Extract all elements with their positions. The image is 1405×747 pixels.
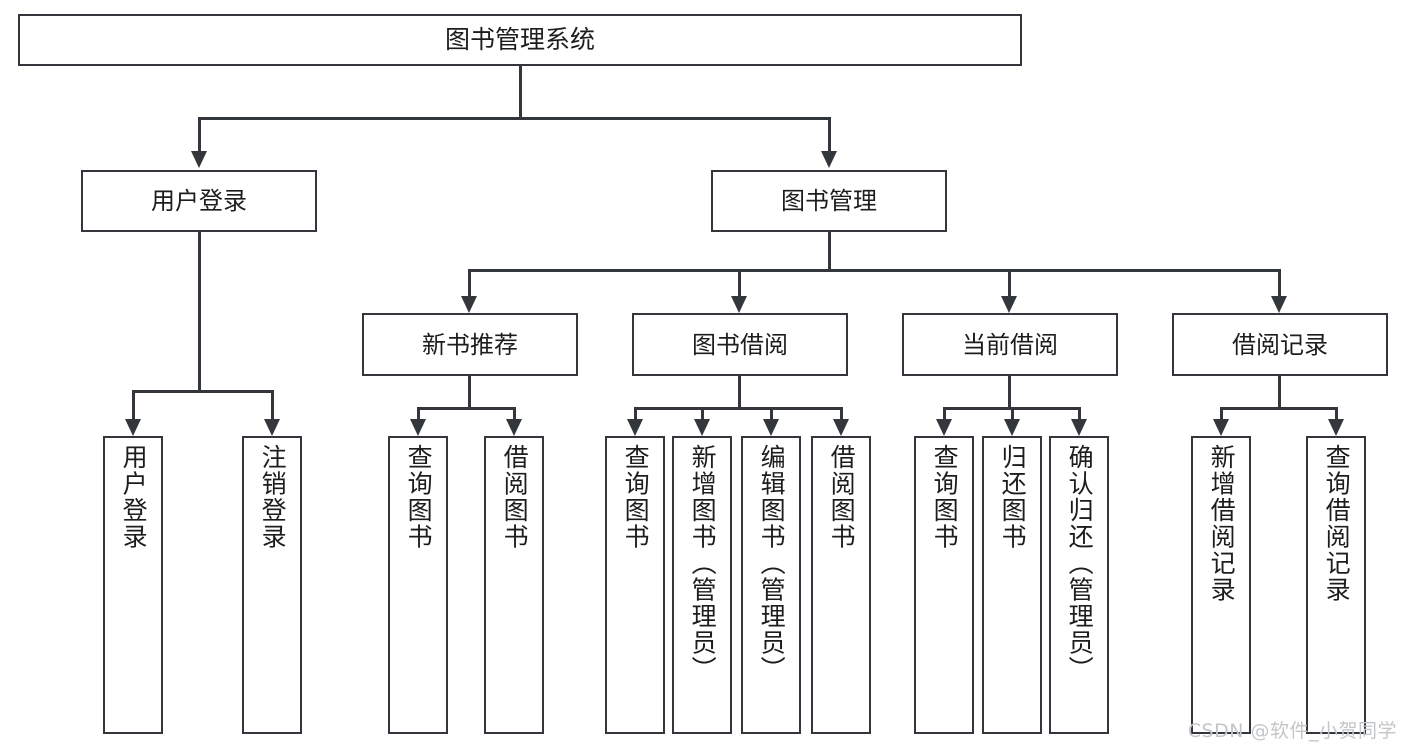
node-root-system[interactable]: 图书管理系统 (18, 14, 1022, 66)
connector-user-login-stem (198, 232, 201, 392)
node-leaf-edit-book[interactable]: 编辑图书（管理员） (741, 436, 801, 734)
arrow-to-new-book-recommend (461, 296, 477, 313)
node-label: 借阅图书 (500, 444, 530, 550)
arrow-to-leaf-query-book-1 (410, 419, 426, 436)
connector-cb-drop-1 (943, 407, 946, 419)
connector-l3-drop-4 (1278, 269, 1281, 296)
connector-bb-drop-4 (840, 407, 843, 419)
node-leaf-user-login[interactable]: 用户登录 (103, 436, 163, 734)
node-leaf-query-book-3[interactable]: 查询图书 (914, 436, 974, 734)
connector-root-drop-right (828, 117, 831, 151)
node-label: 图书管理系统 (444, 25, 595, 55)
node-label: 编辑图书（管理员） (757, 444, 787, 683)
connector-bb-stem (738, 376, 741, 409)
node-user-login[interactable]: 用户登录 (81, 170, 317, 232)
arrow-to-borrow-record (1271, 296, 1287, 313)
arrow-to-leaf-confirm-return (1071, 419, 1087, 436)
node-book-borrow[interactable]: 图书借阅 (632, 313, 848, 376)
node-leaf-query-book-2[interactable]: 查询图书 (605, 436, 665, 734)
node-new-book-recommend[interactable]: 新书推荐 (362, 313, 578, 376)
node-leaf-borrow-book-1[interactable]: 借阅图书 (484, 436, 544, 734)
node-label: 借阅记录 (1232, 330, 1328, 359)
node-label: 图书管理 (781, 187, 877, 215)
connector-br-bus (1220, 407, 1337, 410)
connector-l3-drop-2 (738, 269, 741, 296)
arrow-to-leaf-query-book-2 (627, 419, 643, 436)
connector-l3-drop-3 (1008, 269, 1011, 296)
node-current-borrow[interactable]: 当前借阅 (902, 313, 1118, 376)
connector-user-login-drop-1 (132, 390, 135, 419)
node-leaf-add-record[interactable]: 新增借阅记录 (1191, 436, 1251, 734)
node-label: 查询图书 (930, 444, 960, 550)
arrow-to-leaf-edit-book (763, 419, 779, 436)
node-label: 新增图书（管理员） (688, 444, 718, 683)
connector-user-login-bus (132, 390, 273, 393)
connector-book-manage-stem (828, 232, 831, 271)
arrow-to-leaf-query-book-3 (936, 419, 952, 436)
node-label: 当前借阅 (962, 330, 1058, 359)
arrow-to-current-borrow (1001, 296, 1017, 313)
connector-nbr-stem (468, 376, 471, 409)
connector-book-manage-bus (468, 269, 1280, 272)
connector-cb-stem (1008, 376, 1011, 409)
node-leaf-user-logout[interactable]: 注销登录 (242, 436, 302, 734)
connector-root-bus (198, 117, 831, 120)
csdn-watermark: CSDN @软件_小贺同学 (1187, 720, 1397, 742)
connector-bb-drop-3 (770, 407, 773, 419)
connector-root-stem (519, 66, 522, 119)
connector-bb-drop-2 (701, 407, 704, 419)
connector-br-drop-1 (1220, 407, 1223, 419)
arrow-to-book-borrow (731, 296, 747, 313)
arrow-to-book-manage (821, 151, 837, 168)
node-label: 查询图书 (621, 444, 651, 550)
node-label: 新书推荐 (422, 330, 518, 359)
node-leaf-borrow-book-2[interactable]: 借阅图书 (811, 436, 871, 734)
connector-nbr-drop-1 (417, 407, 420, 419)
node-label: 注销登录 (258, 444, 288, 550)
arrow-to-leaf-add-record (1213, 419, 1229, 436)
node-label: 归还图书 (998, 444, 1028, 550)
arrow-to-leaf-user-login (125, 419, 141, 436)
connector-nbr-bus (417, 407, 516, 410)
node-leaf-add-book[interactable]: 新增图书（管理员） (672, 436, 732, 734)
node-label: 查询图书 (404, 444, 434, 550)
node-leaf-query-record[interactable]: 查询借阅记录 (1306, 436, 1366, 734)
connector-br-stem (1278, 376, 1281, 409)
node-label: 新增借阅记录 (1207, 444, 1237, 603)
arrow-to-leaf-borrow-book-2 (833, 419, 849, 436)
arrow-to-leaf-borrow-book-1 (506, 419, 522, 436)
connector-bb-drop-1 (634, 407, 637, 419)
connector-cb-drop-3 (1078, 407, 1081, 419)
node-label: 确认归还（管理员） (1065, 444, 1095, 683)
connector-bb-bus (634, 407, 842, 410)
node-label: 图书借阅 (692, 330, 788, 359)
arrow-to-user-login (191, 151, 207, 168)
connector-user-login-drop-2 (271, 390, 274, 419)
node-borrow-record[interactable]: 借阅记录 (1172, 313, 1388, 376)
node-leaf-confirm-return[interactable]: 确认归还（管理员） (1049, 436, 1109, 734)
node-label: 借阅图书 (827, 444, 857, 550)
connector-l3-drop-1 (468, 269, 471, 296)
arrow-to-leaf-user-logout (264, 419, 280, 436)
node-leaf-query-book-1[interactable]: 查询图书 (388, 436, 448, 734)
node-label: 用户登录 (119, 444, 149, 550)
node-book-manage[interactable]: 图书管理 (711, 170, 947, 232)
arrow-to-leaf-query-record (1328, 419, 1344, 436)
node-leaf-return-book[interactable]: 归还图书 (982, 436, 1042, 734)
arrow-to-leaf-add-book (694, 419, 710, 436)
connector-root-drop-left (198, 117, 201, 151)
node-label: 查询借阅记录 (1322, 444, 1352, 603)
connector-br-drop-2 (1335, 407, 1338, 419)
arrow-to-leaf-return-book (1004, 419, 1020, 436)
connector-cb-drop-2 (1011, 407, 1014, 419)
node-label: 用户登录 (151, 187, 247, 215)
connector-nbr-drop-2 (513, 407, 516, 419)
